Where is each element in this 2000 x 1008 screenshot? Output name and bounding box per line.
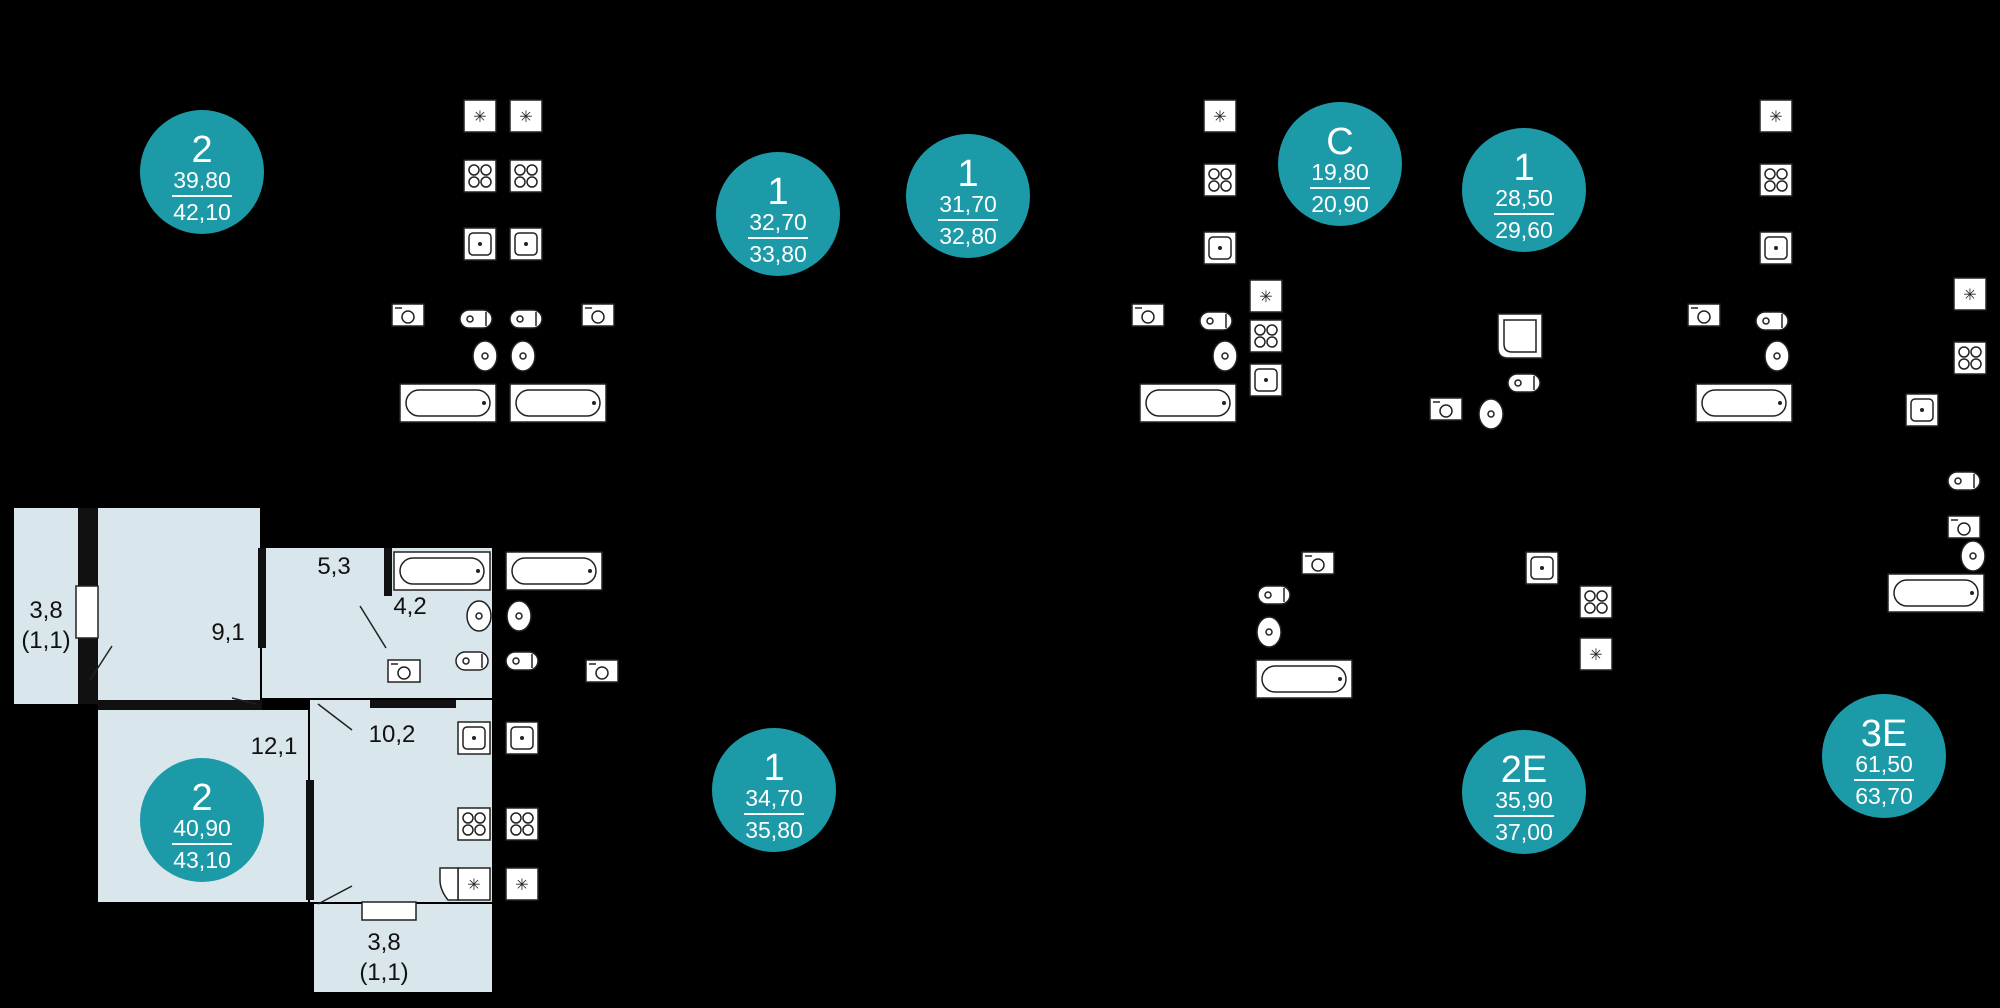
badge-total-area: 42,10: [173, 199, 231, 225]
badge-apartment[interactable]: 1 31,70 32,80: [906, 134, 1030, 258]
badge-total-area: 33,80: [749, 241, 807, 267]
badge-living-area: 35,90: [1495, 787, 1553, 813]
badge-rooms: C: [1326, 121, 1353, 163]
badge-apartment[interactable]: 2E 35,90 37,00: [1462, 730, 1586, 854]
badge-rooms: 1: [763, 747, 784, 789]
badge-total-area: 43,10: [173, 847, 231, 873]
fixtures-group-1: [391, 99, 615, 423]
badge-rooms: 2: [191, 777, 212, 819]
badge-living-area: 19,80: [1311, 159, 1369, 185]
badge-total-area: 37,00: [1495, 819, 1553, 845]
badge-total-area: 29,60: [1495, 217, 1553, 243]
badge-total-area: 35,80: [745, 817, 803, 843]
badge-rooms: 3E: [1861, 713, 1907, 755]
room-label-note: (1,1): [21, 627, 70, 654]
badge-apartment[interactable]: C 19,80 20,90: [1278, 102, 1402, 226]
room-label: 10,2: [369, 721, 416, 748]
room-label-note: (1,1): [359, 959, 408, 986]
badge-total-area: 20,90: [1311, 191, 1369, 217]
badge-apartment[interactable]: 2 39,80 42,10: [140, 110, 264, 234]
badge-total-area: 63,70: [1855, 783, 1913, 809]
badge-apartment[interactable]: 3E 61,50 63,70: [1822, 694, 1946, 818]
badge-living-area: 40,90: [173, 815, 231, 841]
badge-apartment[interactable]: 1 32,70 33,80: [716, 152, 840, 276]
badge-living-area: 28,50: [1495, 185, 1553, 211]
fixtures-group-2: [387, 551, 619, 901]
room-label: 12,1: [251, 733, 298, 760]
room-labels: 3,8 (1,1) 9,1 5,3 4,2 12,1 10,2 3,8 (1,1…: [21, 553, 426, 986]
room-label: 3,8: [367, 929, 400, 956]
badge-rooms: 1: [767, 171, 788, 213]
room-label: 4,2: [393, 593, 426, 620]
badge-rooms: 1: [1513, 147, 1534, 189]
badge-total-area: 32,80: [939, 223, 997, 249]
fixtures-group-5: [1687, 99, 1987, 613]
badge-living-area: 32,70: [749, 209, 807, 235]
badge-apartment[interactable]: 1 34,70 35,80: [712, 728, 836, 852]
room-label: 9,1: [211, 619, 244, 646]
badge-living-area: 34,70: [745, 785, 803, 811]
badge-living-area: 31,70: [939, 191, 997, 217]
badge-apartment[interactable]: 2 40,90 43,10: [140, 758, 264, 882]
balcony-left: [14, 508, 80, 704]
room-9-1: [98, 508, 260, 702]
fixtures-group-4: [1255, 551, 1613, 699]
room-label: 5,3: [317, 553, 350, 580]
badge-rooms: 2: [191, 129, 212, 171]
room-label: 3,8: [29, 597, 62, 624]
badge-living-area: 39,80: [173, 167, 231, 193]
badge-living-area: 61,50: [1855, 751, 1913, 777]
badge-rooms: 1: [957, 153, 978, 195]
badge-rooms: 2E: [1501, 749, 1547, 791]
badge-apartment[interactable]: 1 28,50 29,60: [1462, 128, 1586, 252]
